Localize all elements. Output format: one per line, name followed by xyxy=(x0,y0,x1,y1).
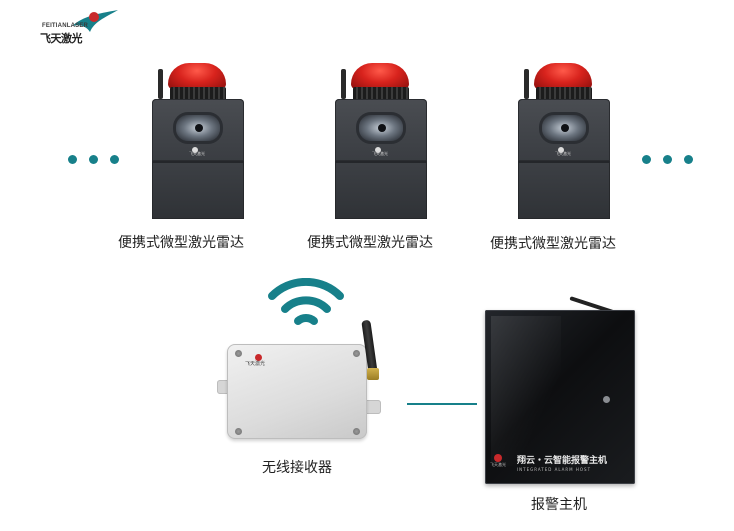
screw-icon xyxy=(235,428,242,435)
lidar-label-2: 便携式微型激光雷达 xyxy=(307,235,433,251)
badge-logo-icon xyxy=(192,147,198,153)
device-badge: 飞天激光 xyxy=(548,147,578,156)
screw-icon xyxy=(353,428,360,435)
device-seam xyxy=(335,161,427,163)
dot xyxy=(89,155,98,164)
receiver-logo-icon xyxy=(255,354,262,361)
receiver-logo: 飞天激光 xyxy=(245,354,275,367)
logo-english-text: FEITIANLASER xyxy=(42,23,89,29)
badge-logo-icon xyxy=(375,147,381,153)
device-seam xyxy=(518,161,610,163)
lamp-base xyxy=(170,87,226,101)
brand-logo: FEITIANLASER 飞天激光 xyxy=(36,8,120,46)
alarm-host: 飞天激光 翔云・云智能报警主机 INTEGRATED ALARM HOST xyxy=(485,290,637,486)
device-body-bottom xyxy=(152,161,244,219)
logo-chinese-text: 飞天激光 xyxy=(40,32,83,45)
lens-center xyxy=(561,124,569,132)
host-panel-title: 翔云・云智能报警主机 xyxy=(517,456,608,466)
alarm-lamp-icon xyxy=(534,63,592,89)
antenna xyxy=(341,69,346,99)
antenna xyxy=(158,69,163,99)
device-body-bottom xyxy=(335,161,427,219)
device-badge: 飞天激光 xyxy=(365,147,395,156)
lens-center xyxy=(378,124,386,132)
host-logo-text: 飞天激光 xyxy=(490,462,506,467)
connection-line xyxy=(407,403,477,405)
receiver-body xyxy=(227,344,367,439)
host-sheen xyxy=(491,316,561,466)
host-label: 报警主机 xyxy=(531,497,587,513)
device-seam xyxy=(152,161,244,163)
badge-text: 飞天激光 xyxy=(189,151,205,156)
screw-icon xyxy=(235,350,242,357)
device-body-bottom xyxy=(518,161,610,219)
lidar-device-2: 飞天激光 xyxy=(335,55,431,225)
lidar-device-1: 飞天激光 xyxy=(152,55,248,225)
lamp-base xyxy=(536,87,592,101)
wireless-receiver: 飞天激光 xyxy=(215,319,400,440)
lidar-label-1: 便携式微型激光雷达 xyxy=(118,235,244,251)
host-logo-icon xyxy=(494,454,502,462)
badge-text: 飞天激光 xyxy=(555,151,571,156)
lock-icon xyxy=(603,396,610,403)
host-panel-subtitle: INTEGRATED ALARM HOST xyxy=(517,467,592,472)
device-badge: 飞天激光 xyxy=(182,147,212,156)
badge-logo-icon xyxy=(558,147,564,153)
lamp-base xyxy=(353,87,409,101)
host-cabinet xyxy=(485,310,635,484)
lens-center xyxy=(195,124,203,132)
dot xyxy=(684,155,693,164)
receiver-logo-text: 飞天激光 xyxy=(245,361,266,367)
swallow-logo-icon xyxy=(72,10,118,32)
dot xyxy=(110,155,119,164)
alarm-lamp-icon xyxy=(168,63,226,89)
dot xyxy=(663,155,672,164)
wifi-signal-icon xyxy=(268,278,344,325)
dot xyxy=(642,155,651,164)
screw-icon xyxy=(353,350,360,357)
dot xyxy=(68,155,77,164)
alarm-lamp-icon xyxy=(351,63,409,89)
receiver-label: 无线接收器 xyxy=(262,460,332,476)
antenna xyxy=(524,69,529,99)
lidar-device-3: 飞天激光 xyxy=(518,55,614,225)
more-dots-icon xyxy=(68,155,119,164)
antenna-connector xyxy=(367,368,379,380)
lidar-label-3: 便携式微型激光雷达 xyxy=(490,236,616,252)
badge-text: 飞天激光 xyxy=(372,151,388,156)
more-dots-icon xyxy=(642,155,693,164)
